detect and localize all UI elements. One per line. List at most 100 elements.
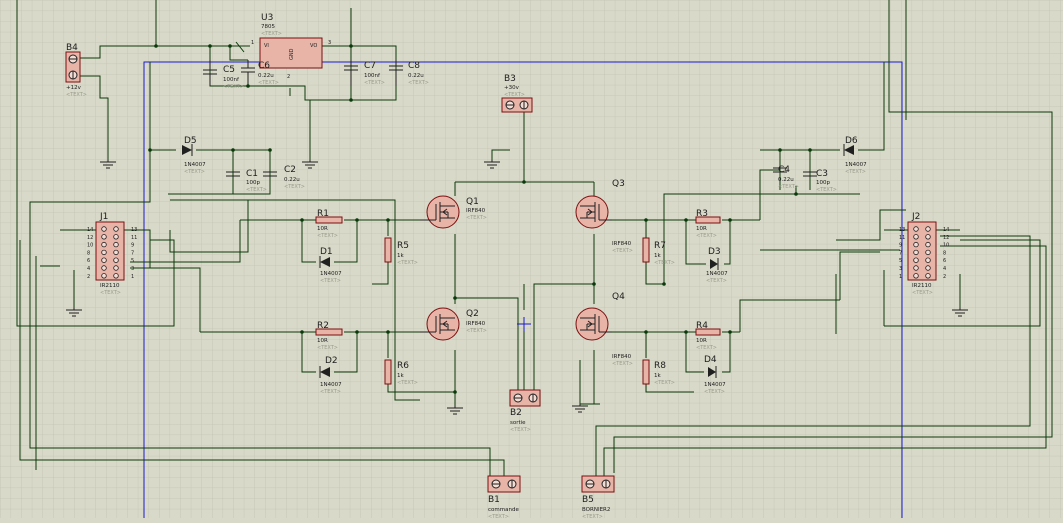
r8-resistor[interactable]: R8 1k <TEXT> <box>642 359 675 386</box>
svg-text:<TEXT>: <TEXT> <box>612 248 633 254</box>
connector-pin <box>925 257 931 263</box>
svg-text:100nf: 100nf <box>364 73 381 79</box>
svg-text:1N4007: 1N4007 <box>845 162 867 168</box>
ground-symbols <box>66 160 968 415</box>
svg-text:D5: D5 <box>184 136 197 146</box>
pin-label: 5 <box>899 258 902 264</box>
svg-text:Q3: Q3 <box>612 179 625 189</box>
svg-text:1N4007: 1N4007 <box>320 382 342 388</box>
ground-icon <box>100 160 116 169</box>
svg-text:0.22u: 0.22u <box>284 177 300 183</box>
svg-text:GND: GND <box>289 48 295 60</box>
svg-text:D1: D1 <box>320 247 333 257</box>
pin-label: 8 <box>87 250 90 256</box>
svg-text:<TEXT>: <TEXT> <box>612 361 633 367</box>
svg-text:R3: R3 <box>696 209 708 219</box>
svg-text:B1: B1 <box>488 495 500 505</box>
connector-pin <box>925 249 931 256</box>
c3-capacitor[interactable]: C3 100p <TEXT> <box>803 169 837 193</box>
svg-text:<TEXT>: <TEXT> <box>912 290 933 296</box>
q4-mosfet[interactable]: Q4 IRF840 <TEXT> <box>575 292 633 367</box>
ground-icon <box>484 160 500 169</box>
pin-label: 7 <box>131 250 134 256</box>
d3-diode[interactable]: D3 1N4007 <TEXT> <box>706 247 728 284</box>
svg-text:<TEXT>: <TEXT> <box>100 290 121 296</box>
r6-resistor[interactable]: R6 1k <TEXT> <box>384 359 418 386</box>
c8-capacitor[interactable]: C8 0.22u <TEXT> <box>389 60 429 86</box>
b4-terminal[interactable]: B4 +12v <TEXT> <box>65 43 87 98</box>
pin-label: 5 <box>131 258 134 264</box>
u3-regulator[interactable]: U3 7805 <TEXT> VI VO GND 1 3 2 <box>251 13 331 80</box>
b3-terminal[interactable]: B3 +30v <TEXT> <box>501 74 533 113</box>
r1-resistor[interactable]: R1 10R <TEXT> <box>315 209 343 239</box>
svg-text:Q4: Q4 <box>612 292 625 302</box>
d4-diode[interactable]: D4 1N4007 <TEXT> <box>704 355 726 395</box>
svg-text:<TEXT>: <TEXT> <box>582 514 603 518</box>
svg-text:<TEXT>: <TEXT> <box>845 169 866 175</box>
pin-label: 10 <box>87 243 93 249</box>
r3-resistor[interactable]: R3 10R <TEXT> <box>695 209 721 239</box>
svg-text:Q2: Q2 <box>466 309 479 319</box>
r7-resistor[interactable]: R7 1k <TEXT> <box>642 237 675 266</box>
svg-text:commande: commande <box>488 507 519 513</box>
q3-mosfet[interactable]: Q3 IRF840 <TEXT> <box>575 179 633 254</box>
c4-capacitor[interactable]: C4 0.22u <TEXT> <box>773 165 799 190</box>
svg-text:C4: C4 <box>778 165 790 175</box>
svg-text:IRF840: IRF840 <box>612 241 632 247</box>
svg-text:BORNIER2: BORNIER2 <box>582 507 610 513</box>
svg-text:100nf: 100nf <box>223 77 240 83</box>
c1-capacitor[interactable]: C1 100p <TEXT> <box>226 169 267 193</box>
c6-capacitor[interactable]: C6 0.22u <TEXT> <box>241 60 279 86</box>
d2-diode[interactable]: D2 1N4007 <TEXT> <box>319 356 342 395</box>
svg-text:<TEXT>: <TEXT> <box>258 80 279 86</box>
connector-pin <box>913 234 919 240</box>
c7-capacitor[interactable]: C7 100nf <TEXT> <box>344 60 385 86</box>
svg-text:B2: B2 <box>510 408 522 418</box>
q2-mosfet[interactable]: Q2 IRF840 <TEXT> <box>420 307 487 341</box>
ground-icon <box>572 404 588 413</box>
c2-capacitor[interactable]: C2 0.22u <TEXT> <box>263 165 305 190</box>
svg-text:+12v: +12v <box>66 85 82 91</box>
r5-resistor[interactable]: R5 1k <TEXT> <box>384 237 418 266</box>
q1-mosfet[interactable]: Q1 IRF840 <TEXT> <box>420 195 487 229</box>
r4-resistor[interactable]: R4 10R <TEXT> <box>695 321 721 351</box>
d1-diode[interactable]: D1 1N4007 <TEXT> <box>319 247 342 284</box>
ground-icon <box>952 308 968 317</box>
b1-terminal[interactable]: B1 commande <TEXT> <box>487 475 521 520</box>
svg-text:<TEXT>: <TEXT> <box>704 389 725 395</box>
r2-resistor[interactable]: R2 10R <TEXT> <box>315 321 343 351</box>
svg-text:R1: R1 <box>317 209 329 219</box>
pin-label: 9 <box>131 243 134 249</box>
pin-label: 7 <box>899 250 902 256</box>
svg-text:<TEXT>: <TEXT> <box>706 278 727 284</box>
svg-text:R8: R8 <box>654 361 666 371</box>
b2-terminal[interactable]: B2 sortie <TEXT> <box>509 389 541 433</box>
svg-text:C6: C6 <box>258 61 270 71</box>
svg-text:10R: 10R <box>696 226 707 232</box>
b5-terminal[interactable]: B5 BORNIER2 <TEXT> <box>581 475 615 520</box>
svg-text:B3: B3 <box>504 74 516 84</box>
svg-text:10R: 10R <box>696 338 707 344</box>
svg-text:100p: 100p <box>246 180 260 186</box>
svg-text:<TEXT>: <TEXT> <box>654 380 675 386</box>
d5-diode[interactable]: D5 1N4007 <TEXT> <box>182 136 206 175</box>
svg-text:<TEXT>: <TEXT> <box>466 328 487 334</box>
svg-text:10R: 10R <box>317 226 328 232</box>
svg-text:D6: D6 <box>845 136 858 146</box>
connector-pin <box>113 226 119 232</box>
d6-diode[interactable]: D6 1N4007 <TEXT> <box>843 136 867 175</box>
c5-capacitor[interactable]: C5 100nf <TEXT> <box>203 60 244 90</box>
connector-pin <box>925 273 931 279</box>
svg-text:<TEXT>: <TEXT> <box>654 260 675 266</box>
svg-text:C2: C2 <box>284 165 296 175</box>
pin-label: 13 <box>131 227 137 233</box>
svg-text:0.22u: 0.22u <box>258 73 274 79</box>
svg-text:100p: 100p <box>816 180 830 186</box>
wires <box>16 0 1053 476</box>
svg-text:3: 3 <box>328 40 331 46</box>
